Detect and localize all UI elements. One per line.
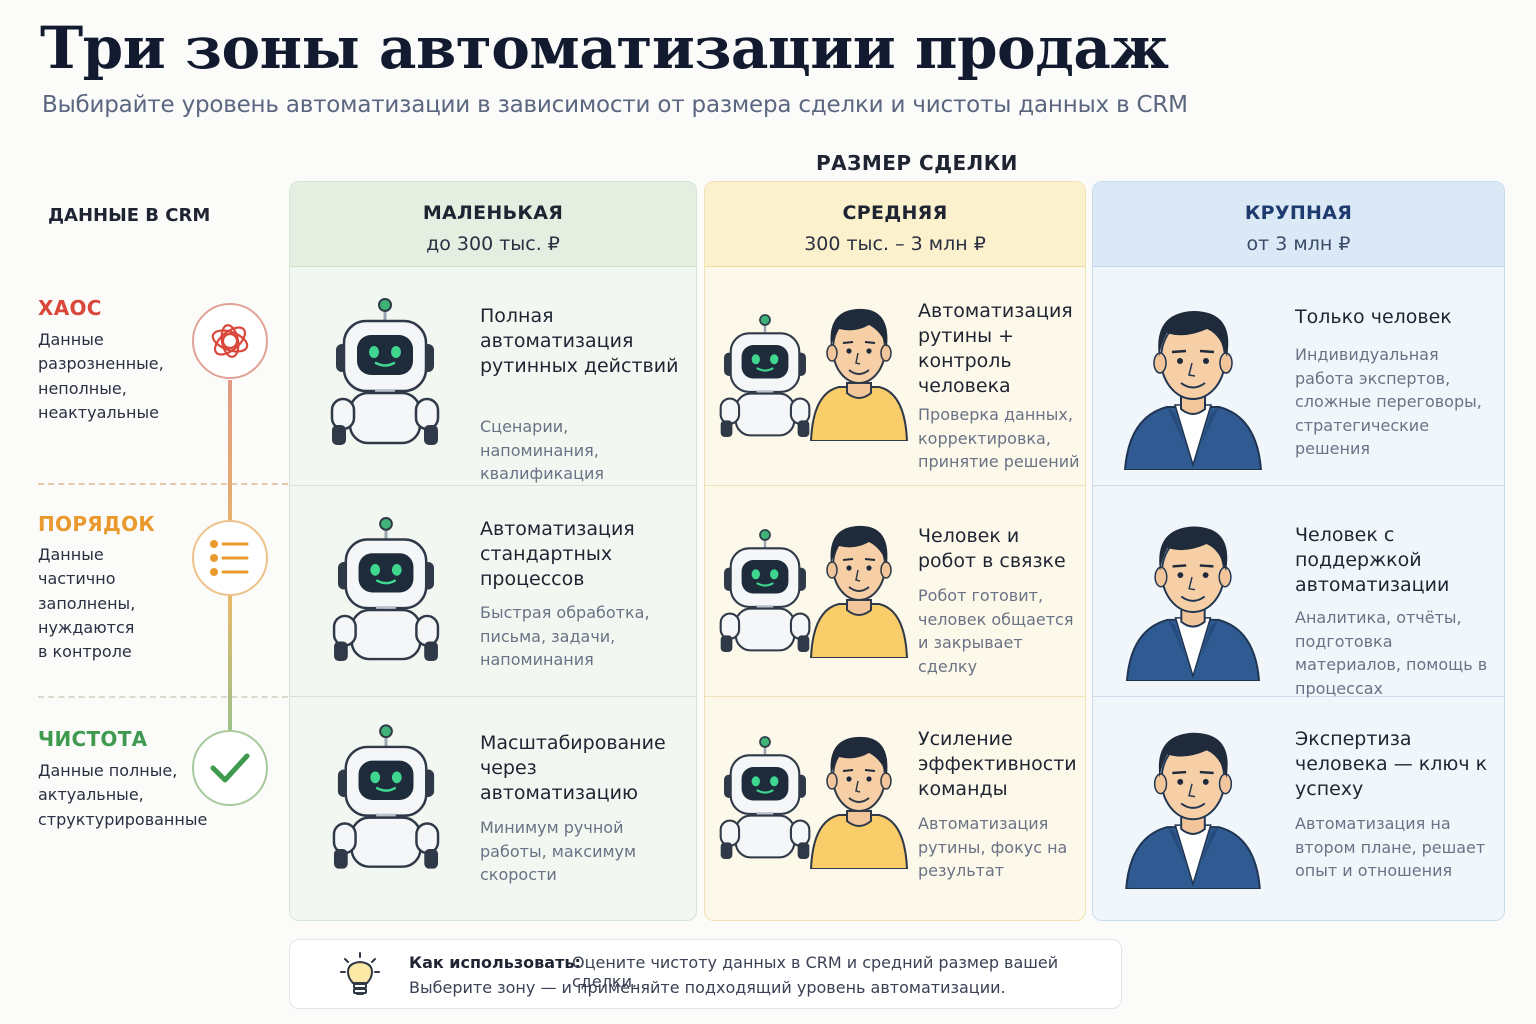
businessman-icon <box>1123 295 1263 470</box>
column-header-large: КРУПНАЯ от 3 млн ₽ <box>1093 182 1504 267</box>
zone-cell-clean-small: Масштабирование через автоматизацию Мини… <box>290 697 696 920</box>
robot-icon <box>332 722 440 872</box>
zone-cell-chaos-medium: Автоматизация рутины + контроль человека… <box>705 267 1085 486</box>
zone-cell-clean-large: Экспертиза человека — ключ к успеху Авто… <box>1093 697 1504 921</box>
cell-desc: Быстрая обработка, письма, задачи, напом… <box>480 603 650 669</box>
cell-title: Экспертиза человека — ключ к успеху <box>1295 728 1488 800</box>
page-subtitle: Выбирайте уровень автоматизации в зависи… <box>42 92 1188 118</box>
column-range: от 3 млн ₽ <box>1246 233 1351 255</box>
cell-title: Масштабирование через автоматизацию <box>480 732 666 804</box>
row-desc-order: Данные частично заполнены, нуждаются в к… <box>38 545 136 662</box>
cell-title: Усиление эффективности команды <box>918 728 1077 800</box>
robot-icon <box>719 528 811 654</box>
list-icon <box>192 520 268 596</box>
deal-size-axis-label: РАЗМЕР СДЕЛКИ <box>816 151 1018 175</box>
tangle-icon <box>192 303 268 379</box>
robot-icon <box>332 516 440 663</box>
check-icon <box>192 730 268 806</box>
businessman-icon <box>1123 717 1263 889</box>
crm-data-axis-label: ДАННЫЕ В CRM <box>48 205 211 226</box>
cell-desc: Индивидуальная работа экспертов, сложные… <box>1295 345 1482 458</box>
zone-cell-order-large: Человек с поддержкой автоматизации Анали… <box>1093 486 1504 698</box>
zone-cell-chaos-large: Только человек Индивидуальная работа экс… <box>1093 267 1504 486</box>
robot-icon <box>330 297 440 447</box>
cell-title: Человек и робот в связке <box>918 525 1066 572</box>
page-title: Три зоны автоматизации продаж <box>40 14 1169 82</box>
cell-title: Автоматизация рутины + контроль человека <box>918 300 1073 397</box>
person-icon <box>809 508 909 658</box>
cell-desc: Робот готовит, человек общается и закрыв… <box>918 586 1074 676</box>
cell-desc: Автоматизация рутины, фокус на результат <box>918 814 1068 880</box>
row-desc-clean: Данные полные, актуальные, структурирова… <box>38 761 208 829</box>
column-small: МАЛЕНЬКАЯ до 300 тыс. ₽ Полная автоматиз… <box>289 181 697 921</box>
column-header-small: МАЛЕНЬКАЯ до 300 тыс. ₽ <box>290 182 696 267</box>
cell-title: Полная автоматизация рутинных действий <box>480 305 679 377</box>
zone-cell-order-small: Автоматизация стандартных процессов Быст… <box>290 486 696 697</box>
column-name: СРЕДНЯЯ <box>842 202 948 224</box>
cell-desc: Минимум ручной работы, максимум скорости <box>480 818 637 884</box>
cell-title: Автоматизация стандартных процессов <box>480 518 635 590</box>
cell-desc: Аналитика, отчёты, подготовка материалов… <box>1295 608 1488 698</box>
cell-desc: Автоматизация на втором плане, решает оп… <box>1295 814 1486 880</box>
row-label-order: ПОРЯДОК <box>38 512 156 536</box>
row-divider <box>38 696 288 698</box>
person-icon <box>809 291 909 441</box>
robot-icon <box>719 313 811 439</box>
row-label-clean: ЧИСТОТА <box>38 727 148 751</box>
column-medium: СРЕДНЯЯ 300 тыс. – 3 млн ₽ Автоматизация… <box>704 181 1086 921</box>
timeline-line <box>228 596 232 730</box>
robot-icon <box>719 735 811 861</box>
how-to-box: Как использовать: Оцените чистоту данных… <box>289 939 1122 1009</box>
how-to-line-1: Оцените чистоту данных в CRM и средний р… <box>572 953 1059 991</box>
row-label-chaos: ХАОС <box>38 296 102 320</box>
column-range: 300 тыс. – 3 млн ₽ <box>804 233 986 255</box>
column-large: КРУПНАЯ от 3 млн ₽ Только человек Индиви… <box>1092 181 1505 921</box>
cell-desc: Сценарии, напоминания, квалификация <box>480 417 604 483</box>
zone-cell-order-medium: Человек и робот в связке Робот готовит, … <box>705 486 1085 697</box>
cell-title: Только человек <box>1295 306 1452 328</box>
timeline-line <box>228 380 232 520</box>
zone-cell-clean-medium: Усиление эффективности команды Автоматиз… <box>705 697 1085 920</box>
zone-cell-chaos-small: Полная автоматизация рутинных действий С… <box>290 267 696 486</box>
row-divider <box>38 483 288 485</box>
how-to-line-2: Выберите зону — и применяйте подходящий … <box>409 978 1006 997</box>
column-name: КРУПНАЯ <box>1244 202 1353 224</box>
column-range: до 300 тыс. ₽ <box>426 233 560 255</box>
lightbulb-icon <box>340 952 380 995</box>
row-desc-chaos: Данные разрозненные, неполные, неактуаль… <box>38 330 164 422</box>
column-name: МАЛЕНЬКАЯ <box>422 202 564 224</box>
how-to-heading: Как использовать: <box>409 953 581 972</box>
cell-title: Человек с поддержкой автоматизации <box>1295 524 1450 596</box>
businessman-icon <box>1123 511 1263 681</box>
column-header-medium: СРЕДНЯЯ 300 тыс. – 3 млн ₽ <box>705 182 1085 267</box>
person-icon <box>809 719 909 869</box>
cell-desc: Проверка данных, корректировка, принятие… <box>918 405 1080 471</box>
